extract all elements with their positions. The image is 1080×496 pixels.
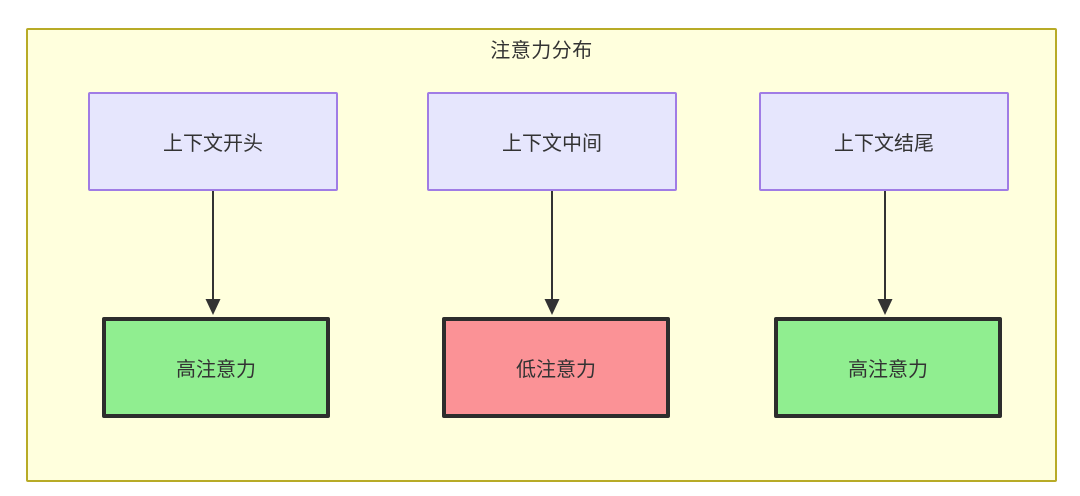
node-attention-high-end[interactable]: 高注意力 <box>774 317 1002 418</box>
node-label: 上下文开头 <box>163 133 263 155</box>
arrow-down-icon <box>205 191 221 315</box>
node-label: 高注意力 <box>848 359 928 381</box>
arrow-down-icon <box>544 191 560 315</box>
node-context-end[interactable]: 上下文结尾 <box>759 92 1009 191</box>
edge-context-start-to-attention-high-start <box>204 191 222 317</box>
node-label: 低注意力 <box>516 359 596 381</box>
node-label: 高注意力 <box>176 359 256 381</box>
node-context-start[interactable]: 上下文开头 <box>88 92 338 191</box>
edge-context-middle-to-attention-low-middle <box>543 191 561 317</box>
arrow-down-icon <box>877 191 893 315</box>
node-attention-high-start[interactable]: 高注意力 <box>102 317 330 418</box>
node-attention-low-middle[interactable]: 低注意力 <box>442 317 670 418</box>
node-label: 上下文结尾 <box>834 133 934 155</box>
node-label: 上下文中间 <box>502 133 602 155</box>
subgraph-title: 注意力分布 <box>490 40 593 62</box>
node-context-middle[interactable]: 上下文中间 <box>427 92 677 191</box>
edge-context-end-to-attention-high-end <box>876 191 894 317</box>
